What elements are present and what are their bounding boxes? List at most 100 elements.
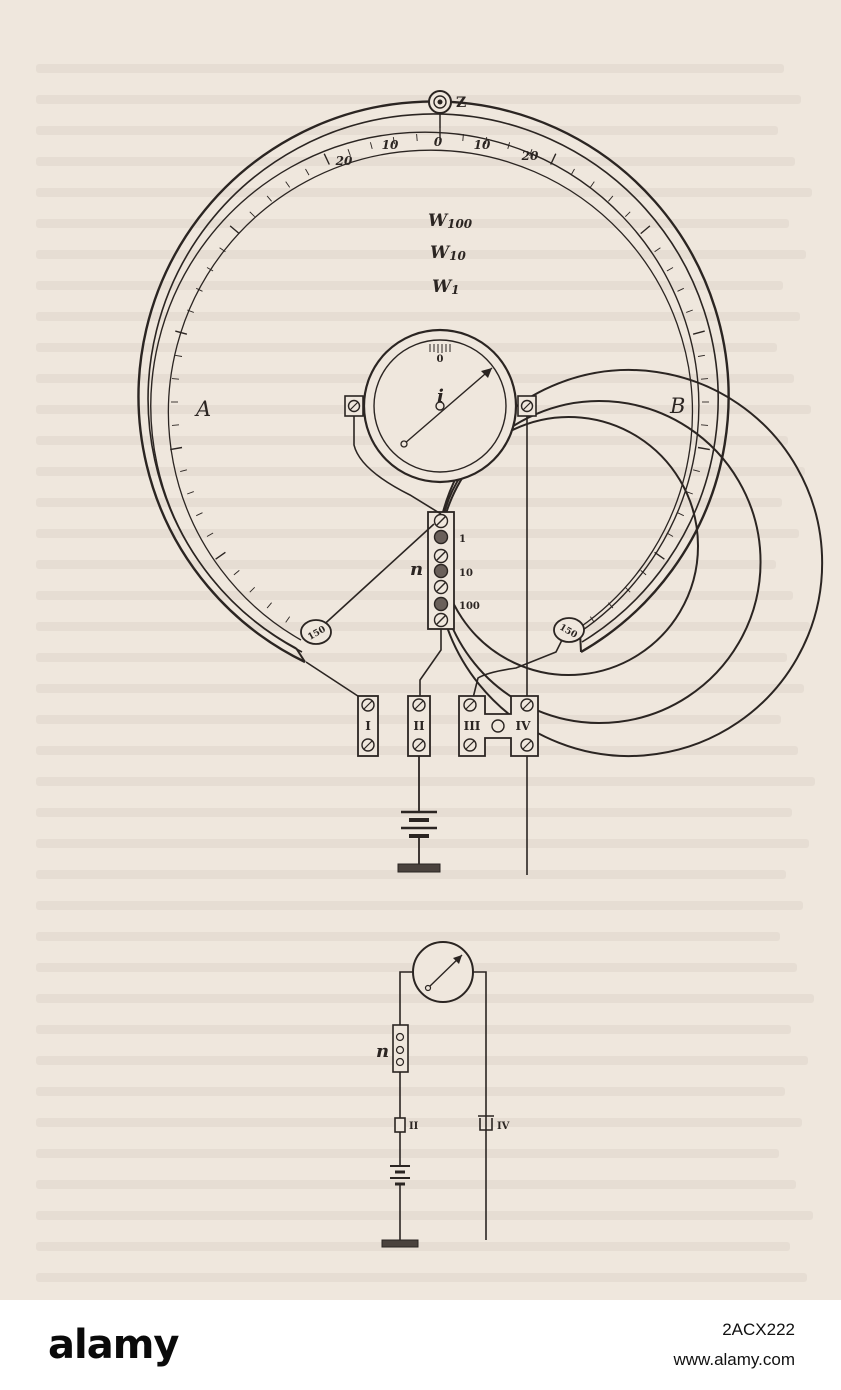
terminal-label-III: III bbox=[464, 719, 481, 733]
scale-tick bbox=[285, 181, 291, 188]
scale-tick bbox=[550, 153, 557, 165]
label-gauge-zero: 0 bbox=[437, 354, 444, 365]
scale-label-right-10: 10 bbox=[474, 138, 491, 152]
tap-label-1: 1 bbox=[459, 534, 466, 545]
scale-tick bbox=[175, 354, 183, 357]
scale-label-right-20: 20 bbox=[521, 149, 539, 163]
scale-tick bbox=[249, 586, 256, 593]
scale-label-left-10: 10 bbox=[382, 138, 399, 152]
battery-upper bbox=[401, 756, 437, 866]
scale-tick bbox=[570, 168, 575, 176]
scale-tick bbox=[171, 378, 180, 380]
book-page bbox=[0, 0, 841, 1300]
scale-tick bbox=[196, 512, 203, 517]
scale-tick bbox=[462, 133, 464, 142]
scale-tick bbox=[187, 491, 194, 495]
stock-id: 2ACX222 bbox=[722, 1320, 795, 1339]
scale-tick bbox=[347, 149, 351, 156]
scale-tick bbox=[692, 469, 700, 473]
tap-label-100: 100 bbox=[459, 601, 480, 612]
scale-tick bbox=[229, 225, 240, 235]
scale-tick bbox=[666, 267, 674, 272]
scale-tick bbox=[187, 309, 194, 313]
scale-tick bbox=[700, 378, 709, 380]
scale-tick bbox=[640, 570, 647, 576]
lower-galvanometer bbox=[412, 941, 474, 1003]
label-A: A bbox=[194, 397, 211, 421]
scale-tick bbox=[686, 309, 693, 313]
scale-label-zero: 0 bbox=[434, 135, 443, 149]
scale-tick bbox=[266, 195, 272, 202]
brand-logo: alamy bbox=[48, 1322, 179, 1368]
lower-terminal-IV bbox=[478, 1112, 494, 1134]
scale-tick bbox=[171, 424, 180, 426]
scale-tick bbox=[416, 133, 418, 142]
scale-tick bbox=[206, 267, 214, 272]
galvanometer bbox=[362, 328, 518, 484]
scale-label-left-20: 20 bbox=[335, 154, 353, 168]
label-W10: W10 bbox=[430, 243, 466, 263]
label-i: i bbox=[437, 386, 444, 407]
terminal-label-I: I bbox=[365, 719, 371, 733]
lower-battery bbox=[390, 1165, 410, 1186]
scale-tick bbox=[697, 354, 705, 357]
terminal-I bbox=[357, 695, 379, 757]
scale-tick bbox=[666, 532, 674, 537]
lower-terminal-II bbox=[394, 1117, 406, 1133]
scale-tick bbox=[608, 602, 614, 609]
stock-footer: alamy 2ACX222 www.alamy.com bbox=[0, 1300, 841, 1390]
scale-tick bbox=[369, 142, 373, 150]
scale-tick bbox=[692, 330, 705, 335]
scale-tick bbox=[175, 330, 188, 335]
end-contact-right bbox=[553, 617, 585, 643]
tap-label-10: 10 bbox=[459, 568, 473, 579]
label-W1: W1 bbox=[432, 277, 459, 297]
galvanometer-terminal-right bbox=[517, 395, 537, 417]
lower-label-II: II bbox=[409, 1121, 419, 1132]
lower-earth-plate bbox=[381, 1239, 419, 1248]
earth-plate-upper bbox=[397, 863, 441, 873]
scale-tick bbox=[529, 149, 533, 156]
scale-tick bbox=[677, 512, 684, 517]
lower-wiring bbox=[399, 971, 487, 1240]
scale-tick bbox=[624, 211, 631, 218]
scale-tick bbox=[640, 225, 651, 235]
scale-tick bbox=[589, 616, 595, 623]
terminal-label-IV: IV bbox=[516, 719, 532, 733]
scale-tick bbox=[624, 586, 631, 593]
end-contact-left bbox=[300, 619, 332, 645]
scale-tick bbox=[677, 287, 684, 292]
label-n: n bbox=[410, 559, 423, 580]
lower-label-IV: IV bbox=[497, 1121, 510, 1132]
scale-tick bbox=[654, 247, 661, 253]
circuit-diagram: Z 20 10 0 10 20 W100 W10 W1 A B 0 i bbox=[137, 90, 824, 1248]
slider-Z bbox=[428, 90, 452, 128]
scale-tick bbox=[654, 551, 665, 560]
scale-tick bbox=[485, 137, 488, 145]
tap-block-n bbox=[427, 511, 455, 630]
scale-tick bbox=[608, 195, 614, 202]
scale-tick bbox=[323, 153, 330, 165]
scale-tick bbox=[206, 532, 214, 537]
terminal-III-IV bbox=[458, 695, 539, 757]
scale-tick bbox=[697, 446, 710, 451]
scale-tick bbox=[266, 602, 272, 609]
lower-label-n: n bbox=[376, 1041, 389, 1062]
stock-url: www.alamy.com bbox=[673, 1350, 795, 1369]
label-W100: W100 bbox=[428, 211, 473, 231]
scale-tick bbox=[249, 211, 256, 218]
label-Z: Z bbox=[456, 95, 466, 111]
scale-tick bbox=[507, 142, 511, 150]
scale-tick bbox=[305, 168, 310, 176]
scale-tick bbox=[285, 616, 291, 623]
scale-tick bbox=[589, 181, 595, 188]
lower-tap-block-n bbox=[392, 1024, 409, 1073]
scale-tick bbox=[392, 137, 395, 145]
label-B: B bbox=[669, 394, 685, 418]
scale-tick bbox=[196, 287, 203, 292]
terminal-label-II: II bbox=[413, 719, 425, 733]
scale-tick bbox=[170, 446, 183, 451]
terminal-II bbox=[407, 695, 431, 757]
scale-tick bbox=[686, 491, 693, 495]
coil-W100 bbox=[440, 369, 824, 757]
